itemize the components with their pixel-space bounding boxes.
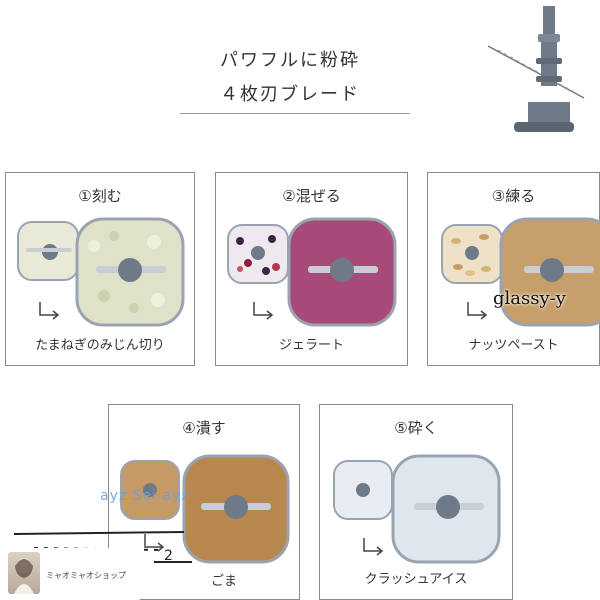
card-caption: たまねぎのみじん切り: [35, 338, 165, 353]
arrow-icon: [253, 302, 274, 320]
small-bowl-image: [120, 460, 180, 520]
headline: パワフルに粉砕: [220, 50, 360, 71]
large-bowl-image: [391, 454, 501, 564]
subheadline: ４枚刃ブレード: [220, 84, 360, 105]
card-caption: クラッシュアイス: [364, 572, 468, 587]
small-bowl-image: [441, 224, 503, 284]
card-caption: ジェラート: [278, 338, 344, 353]
card-title: ⑤砕く: [394, 419, 438, 437]
card-caption: ナッツペースト: [468, 338, 559, 353]
shop-avatar: [8, 552, 40, 594]
card-caption: ごま: [210, 574, 237, 589]
small-bowl-image: [227, 224, 289, 284]
shop-badge[interactable]: ミャオミャオショップ: [0, 548, 140, 600]
divider: [180, 113, 410, 114]
card-mix: ②混ぜる ジェラート: [215, 172, 408, 366]
arrow-icon: [467, 302, 488, 320]
card-title: ④潰す: [182, 419, 226, 437]
card-title: ②混ぜる: [282, 187, 341, 205]
small-bowl-image: [17, 221, 79, 281]
card-crush: ④潰す ごま: [108, 404, 300, 600]
shop-name: ミャオミャオショップ: [46, 571, 126, 580]
arrow-icon: [39, 302, 60, 320]
small-bowl-image: [333, 460, 393, 520]
large-bowl-image: [287, 217, 397, 327]
arrow-icon: [363, 538, 384, 556]
card-chop: ①刻む たまねぎのみじん切り: [5, 172, 195, 366]
svg-text:2: 2: [164, 548, 173, 564]
blade-image: [488, 6, 585, 132]
watermark-text: glassy-y: [493, 288, 566, 309]
large-bowl-image: [75, 217, 185, 327]
card-title: ③練る: [491, 187, 536, 205]
card-grind: ⑤砕く クラッシュアイス: [319, 404, 513, 600]
arrow-icon: [144, 534, 165, 552]
large-bowl-image: [499, 217, 600, 327]
card-knead: ③練る ナッツペースト: [427, 172, 600, 366]
card-title: ①刻む: [78, 187, 122, 205]
large-bowl-image: [182, 454, 290, 564]
watermark-overlay: ayz Sei ayz: [100, 488, 190, 504]
